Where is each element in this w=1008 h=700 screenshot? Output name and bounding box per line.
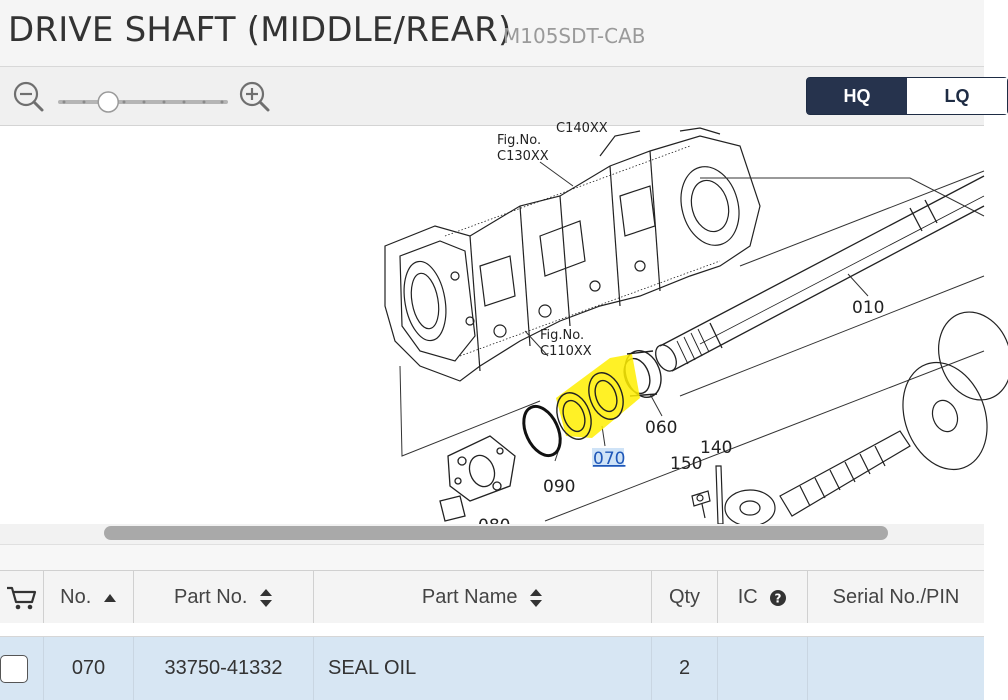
part-name-column-header[interactable]: Part Name bbox=[314, 571, 652, 623]
fig-no-link-c130xx[interactable]: C130XX bbox=[497, 149, 549, 164]
quality-toggle: HQ LQ bbox=[806, 77, 1008, 115]
row-ic bbox=[718, 637, 808, 700]
horizontal-scrollbar[interactable] bbox=[0, 524, 984, 544]
row-checkbox[interactable] bbox=[0, 655, 28, 683]
row-part-no: 33750-41332 bbox=[134, 637, 314, 700]
table-filter-row bbox=[0, 623, 984, 637]
table-row[interactable]: 070 33750-41332 SEAL OIL 2 bbox=[0, 637, 984, 700]
cart-column-header[interactable] bbox=[0, 571, 44, 623]
part-no-column-header[interactable]: Part No. bbox=[134, 571, 314, 623]
parts-diagram[interactable]: Fig.No. C130XX C140XX Fig.No. C110XX 010… bbox=[0, 121, 1008, 540]
sort-asc-icon bbox=[103, 593, 116, 602]
o-ring-090[interactable] bbox=[517, 401, 568, 462]
lower-shaft-assembly[interactable] bbox=[724, 302, 1008, 527]
fig-no-link-c140xx[interactable]: C140XX bbox=[556, 121, 608, 136]
no-column-header[interactable]: No. bbox=[44, 571, 134, 623]
sort-icon bbox=[530, 588, 543, 607]
leader-lines bbox=[399, 161, 985, 522]
callout-070[interactable]: 070 bbox=[593, 449, 625, 469]
serial-column-header: Serial No./PIN bbox=[832, 586, 960, 608]
zoom-in-icon[interactable] bbox=[238, 80, 270, 112]
row-select-cell bbox=[0, 637, 44, 700]
row-qty: 2 bbox=[652, 637, 718, 700]
part-140[interactable] bbox=[715, 465, 724, 525]
zoom-out-icon[interactable] bbox=[12, 80, 44, 112]
help-icon[interactable]: ? bbox=[769, 589, 787, 607]
row-part-name: SEAL OIL bbox=[314, 637, 652, 700]
transmission-housing bbox=[384, 127, 761, 382]
model-label: M105SDT-CAB bbox=[503, 24, 646, 48]
sort-icon bbox=[259, 588, 272, 607]
callout-090[interactable]: 090 bbox=[543, 477, 575, 497]
hq-button[interactable]: HQ bbox=[807, 78, 907, 114]
callout-140[interactable]: 140 bbox=[700, 438, 732, 458]
seal-oil-070-highlight[interactable] bbox=[551, 354, 640, 444]
fig-no-label-1: Fig.No. bbox=[497, 133, 541, 148]
cart-icon bbox=[6, 586, 36, 610]
horizontal-scrollbar-thumb[interactable] bbox=[104, 526, 888, 540]
qty-column-header: Qty bbox=[652, 571, 718, 623]
callout-060[interactable]: 060 bbox=[645, 418, 677, 438]
ic-column-header: IC ? bbox=[718, 571, 808, 623]
zoom-slider-handle[interactable] bbox=[97, 91, 119, 113]
bolt-150[interactable] bbox=[691, 490, 711, 519]
fig-no-label-2: Fig.No. bbox=[540, 328, 584, 343]
page-header: DRIVE SHAFT (MIDDLE/REAR) M105SDT-CAB bbox=[0, 0, 984, 67]
parts-table-header: No. Part No. Part Name Qty IC ? Serial N… bbox=[0, 570, 984, 624]
viewer-toolbar: HQ LQ bbox=[0, 67, 1008, 126]
drive-shaft-010[interactable] bbox=[651, 175, 985, 375]
flange-080[interactable] bbox=[439, 435, 516, 522]
table-top-spacer bbox=[0, 544, 984, 571]
row-serial bbox=[808, 637, 984, 700]
lq-button[interactable]: LQ bbox=[907, 78, 1007, 114]
callout-150[interactable]: 150 bbox=[670, 454, 702, 474]
page-title: DRIVE SHAFT (MIDDLE/REAR) bbox=[8, 10, 512, 50]
row-no: 070 bbox=[44, 637, 134, 700]
fig-no-link-c110xx[interactable]: C110XX bbox=[540, 344, 592, 359]
zoom-slider[interactable] bbox=[58, 91, 228, 113]
svg-text:?: ? bbox=[775, 591, 782, 605]
callout-010[interactable]: 010 bbox=[852, 298, 884, 318]
